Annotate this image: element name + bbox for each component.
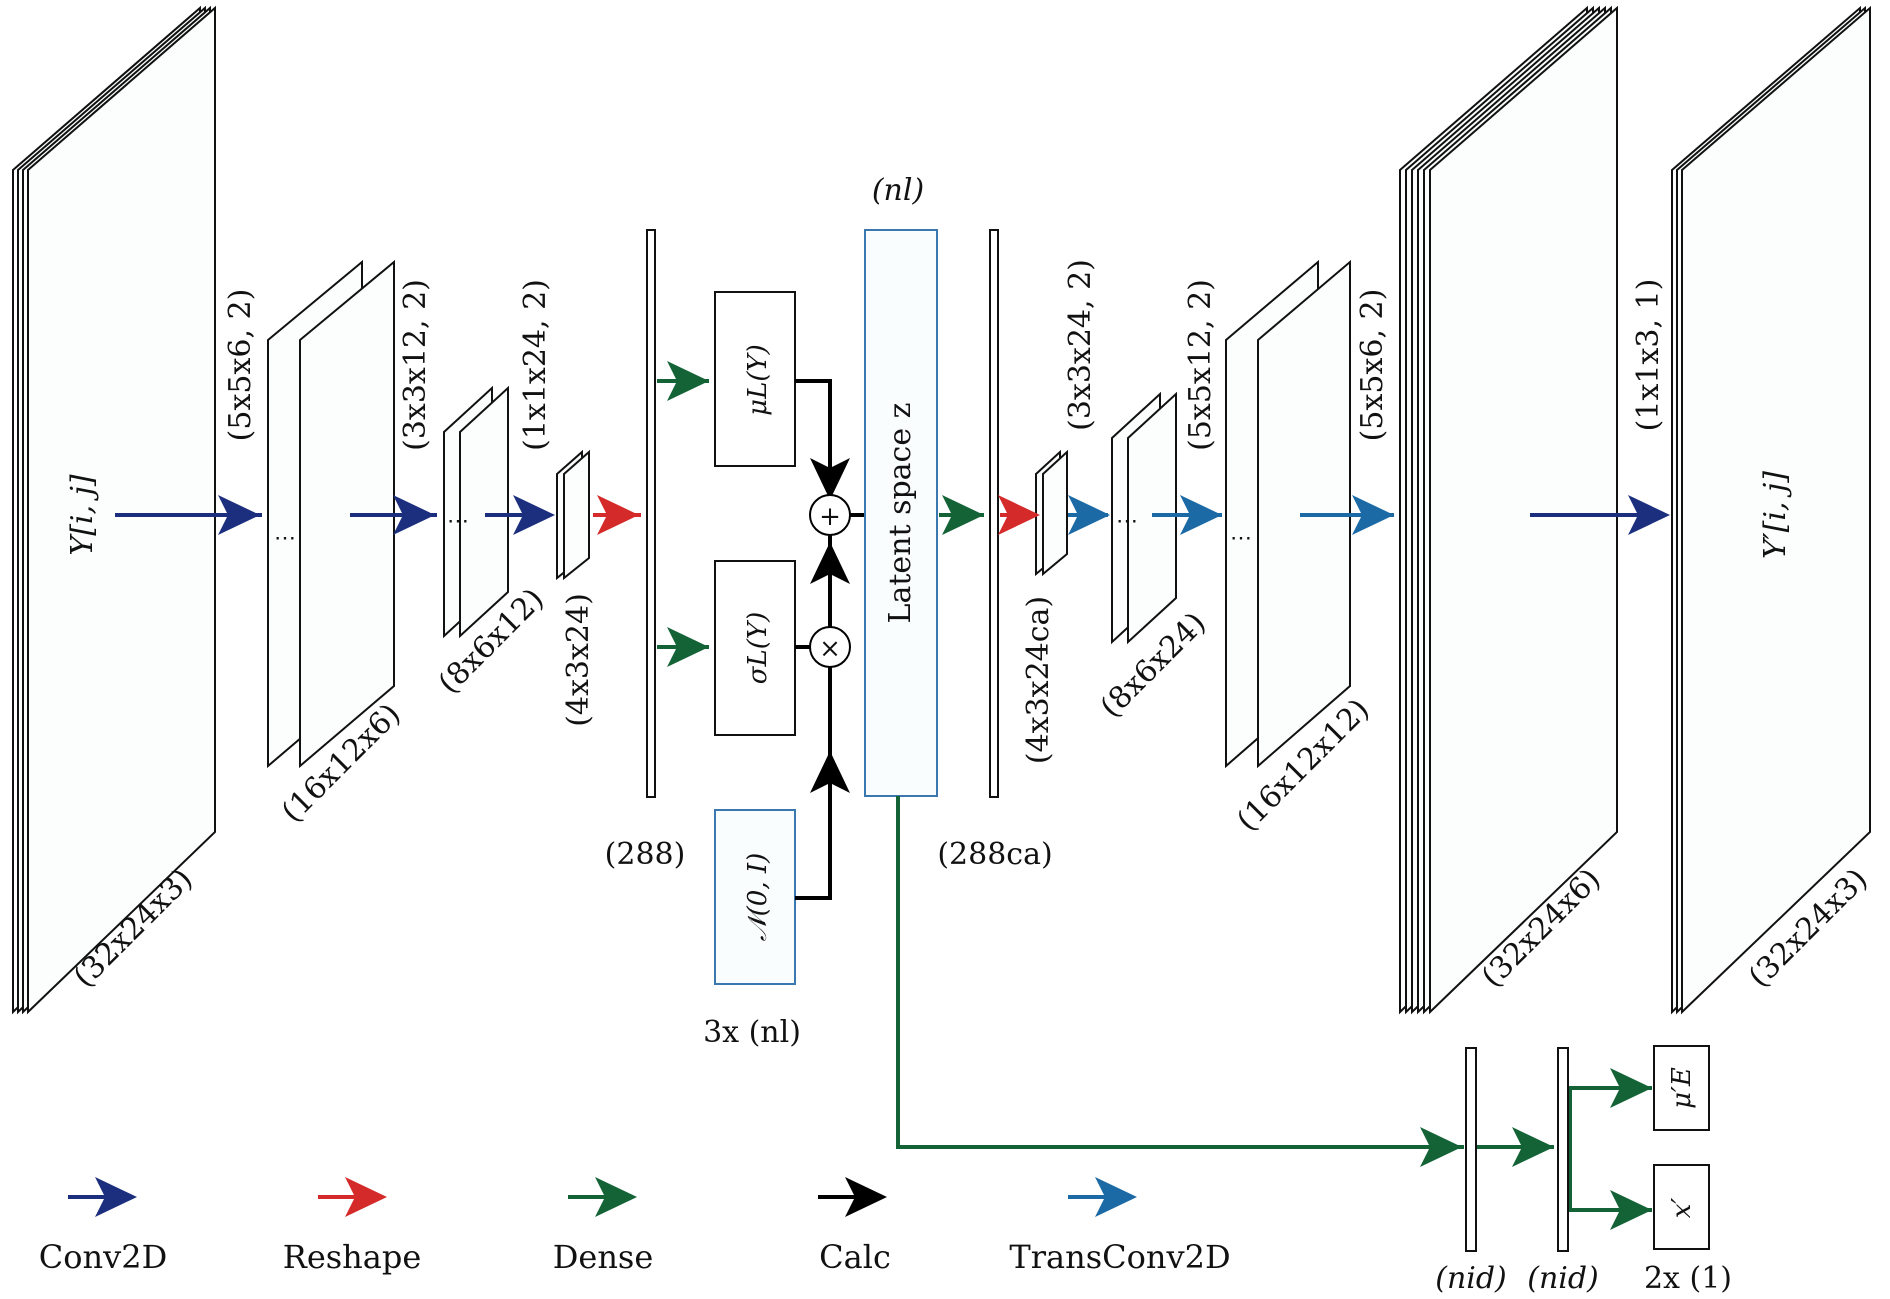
layer2-ellipsis: ⋯ [447, 509, 469, 534]
aux-hidden2-bar [1557, 1047, 1569, 1252]
aux-out2-box [1653, 1164, 1710, 1250]
aux-out1-label: μ′E [1667, 1067, 1697, 1109]
decoder-layer1-stack [1035, 449, 1068, 577]
legend-item-calc: Calc [818, 1177, 891, 1276]
add-operator: + [809, 494, 851, 536]
legend: Conv2D Reshape Dense Calc TransConv2D [39, 1177, 1231, 1276]
sigma-label: σL(Y) [743, 612, 773, 684]
mu-box [714, 291, 796, 467]
encoder-layer2-kernel: (3x3x12, 2) [398, 279, 433, 451]
decoder-layer4-stack [1399, 5, 1618, 1015]
legend-reshape-label: Reshape [283, 1238, 422, 1276]
input-feature-stack [12, 5, 216, 1015]
decoder-layer2-stack [1111, 391, 1177, 645]
legend-item-conv2d: Conv2D [39, 1177, 167, 1276]
legend-item-reshape: Reshape [283, 1177, 422, 1276]
decoder-dense-dims: (288ca) [937, 837, 1052, 872]
line-latent-aux [896, 796, 1464, 1149]
layer1-ellipsis: ⋯ [274, 526, 296, 551]
encoder-layer3-stack [556, 449, 590, 581]
aux-out-dims: 2x (1) [1644, 1261, 1732, 1296]
encoder-layer3-kernel: (1x1x24, 2) [518, 279, 553, 451]
multiply-operator: × [809, 626, 851, 668]
noise-dims: 3x (nl) [703, 1015, 801, 1050]
latent-space-dims: (nl) [872, 173, 924, 208]
encoder-layer3-dims: (4x3x24) [561, 593, 596, 727]
aux-out2-label: x′ [1667, 1198, 1697, 1219]
decoder-layer4-kernel: (1x1x3, 1) [1631, 279, 1666, 432]
encoder-layer1-stack [267, 259, 395, 769]
encoder-flatten-bar [646, 229, 656, 798]
encoder-layer2-stack [443, 385, 509, 639]
legend-item-transconv2d: TransConv2D [1009, 1177, 1231, 1276]
mu-label: μL(Y) [743, 344, 773, 416]
legend-dense-label: Dense [553, 1238, 654, 1276]
noise-box [714, 809, 796, 985]
noise-label: 𝒩(0, I) [743, 853, 773, 942]
decoder-layer2-ellipsis: ⋯ [1116, 509, 1138, 534]
decoder-layer3-ellipsis: ⋯ [1230, 526, 1252, 551]
input-label: Y[i, j] [65, 474, 100, 555]
output-feature-stack [1671, 5, 1871, 1015]
aux-out1-box [1653, 1045, 1710, 1131]
add-operator-symbol: + [819, 502, 841, 532]
aux-hidden2-dims: (nid) [1527, 1261, 1599, 1296]
encoder-layer1-kernel: (5x5x6, 2) [223, 289, 258, 442]
legend-calc-label: Calc [819, 1238, 891, 1276]
decoder-layer3-kernel: (5x5x6, 2) [1355, 289, 1390, 442]
aux-hidden1-bar [1465, 1047, 1477, 1252]
aux-hidden1-dims: (nid) [1435, 1261, 1507, 1296]
legend-item-dense: Dense [553, 1177, 654, 1276]
output-label: Y′[i, j] [1758, 471, 1793, 559]
latent-space-box [864, 229, 938, 797]
line-aux-out1 [1568, 1086, 1652, 1147]
encoder-flatten-dims: (288) [605, 837, 686, 872]
decoder-dense-bar [989, 229, 999, 798]
line-aux-out2 [1568, 1147, 1652, 1212]
decoder-layer2-kernel: (5x5x12, 2) [1183, 279, 1218, 451]
legend-transconv2d-label: TransConv2D [1009, 1238, 1230, 1276]
legend-conv2d-label: Conv2D [39, 1238, 167, 1276]
decoder-layer1-dims: (4x3x24ca) [1021, 596, 1056, 764]
latent-space-label: Latent space z [883, 403, 918, 624]
decoder-layer1-kernel: (3x3x24, 2) [1063, 259, 1098, 431]
multiply-operator-symbol: × [819, 634, 841, 664]
sigma-box [714, 560, 796, 736]
